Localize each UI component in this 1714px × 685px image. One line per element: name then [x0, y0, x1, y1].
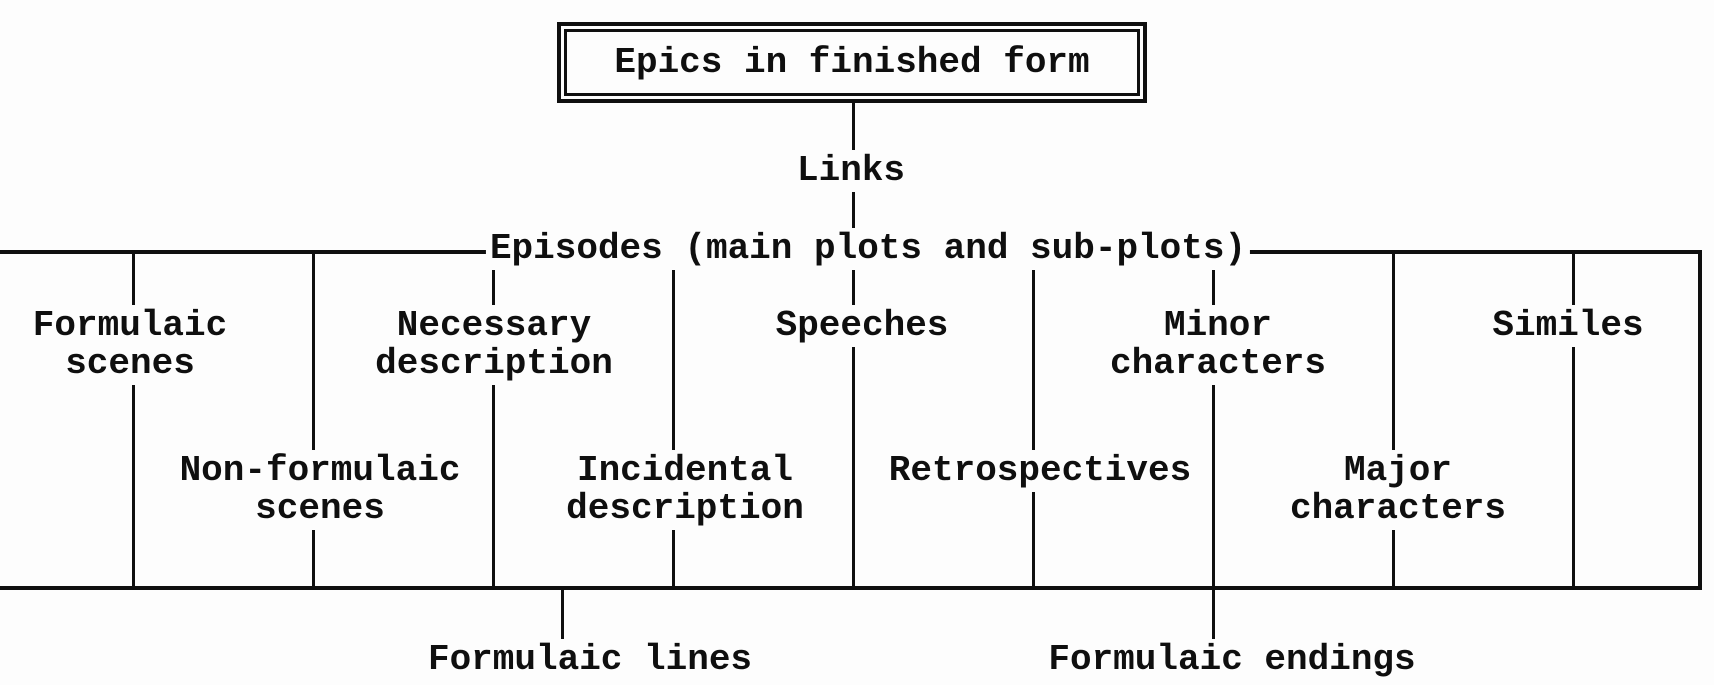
branch-label-incidental-description: Incidental description [558, 450, 812, 530]
title-box: Epics in finished form [557, 22, 1147, 103]
links-label-text: Links [796, 150, 906, 191]
branch-label-line: Speeches [775, 305, 949, 346]
branch-label-major-characters: Major characters [1281, 450, 1515, 530]
episodes-label-text: Episodes (main plots and sub-plots) [489, 228, 1247, 269]
branch-label-line: Necessary [396, 305, 592, 346]
branch-label-line: Major [1343, 450, 1453, 491]
branch-label-line: characters [1289, 488, 1507, 529]
branch-label-formulaic-scenes: Formulaic scenes [24, 305, 236, 385]
branch-label-line: Retrospectives [888, 450, 1192, 491]
branch-label-line: Formulaic [32, 305, 228, 346]
episodes-label: Episodes (main plots and sub-plots) [485, 228, 1251, 270]
branch-line-minor-characters [1212, 250, 1215, 590]
leaf-label-text: Formulaic endings [1048, 639, 1416, 680]
bottom-rail-line [0, 586, 1702, 590]
branch-label-speeches: Speeches [767, 305, 957, 347]
branch-label-line: Minor [1163, 305, 1273, 346]
branch-label-line: Incidental [576, 450, 794, 491]
branch-label-necessary-description: Necessary description [367, 305, 621, 385]
branch-label-line: characters [1109, 343, 1327, 384]
branch-label-similes: Similes [1484, 305, 1652, 347]
branch-label-minor-characters: Minor characters [1101, 305, 1335, 385]
formulaic-lines-connector [561, 586, 564, 641]
branch-label-line: description [566, 488, 804, 529]
branch-line-major-characters [1392, 250, 1395, 590]
branch-line-incidental-description [672, 250, 675, 590]
branch-line-formulaic-scenes [132, 250, 135, 590]
right-edge-line [1698, 250, 1702, 590]
leaf-label-formulaic-endings: Formulaic endings [1040, 639, 1424, 681]
title-box-inner-border: Epics in finished form [564, 29, 1140, 96]
branch-label-line: Similes [1492, 305, 1644, 346]
branch-label-retrospectives: Retrospectives [880, 450, 1200, 492]
leaf-label-formulaic-lines: Formulaic lines [419, 639, 761, 681]
leaf-label-text: Formulaic lines [427, 639, 753, 680]
links-label: Links [788, 150, 914, 192]
branch-line-retrospectives [1032, 250, 1035, 590]
branch-line-necessary-description [492, 250, 495, 590]
branch-label-line: Non-formulaic [179, 450, 461, 491]
branch-label-line: description [375, 343, 613, 384]
formulaic-endings-connector [1212, 586, 1215, 641]
branch-label-non-formulaic-scenes: Non-formulaic scenes [171, 450, 469, 530]
branch-label-line: scenes [65, 343, 195, 384]
branch-line-similes [1572, 250, 1575, 590]
diagram-title: Epics in finished form [614, 42, 1090, 83]
branch-line-speeches [852, 250, 855, 590]
branch-label-line: scenes [255, 488, 385, 529]
branch-line-non-formulaic-scenes [312, 250, 315, 590]
